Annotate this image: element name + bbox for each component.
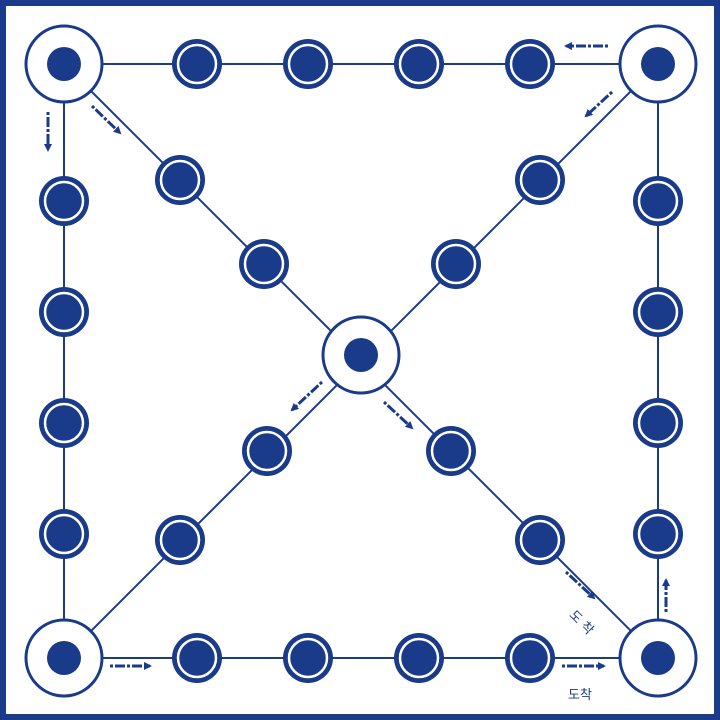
direction-arrows (44, 42, 670, 670)
arrow-center-downright-icon (382, 400, 414, 430)
station-bottom-1[interactable] (172, 633, 222, 683)
station-bottom-2[interactable] (283, 633, 333, 683)
station-top-1[interactable] (172, 39, 222, 89)
station-diag-bl-2[interactable] (155, 515, 205, 565)
station-left-4[interactable] (39, 509, 89, 559)
corner-station-bottom-left[interactable] (24, 618, 104, 698)
station-left-2[interactable] (39, 287, 89, 337)
corner-station-bottom-right[interactable] (618, 618, 698, 698)
station-right-4[interactable] (633, 509, 683, 559)
arrow-center-downleft-icon (290, 380, 324, 412)
center-station[interactable] (321, 315, 401, 395)
station-right-3[interactable] (633, 398, 683, 448)
station-top-2[interactable] (283, 39, 333, 89)
small-stations (39, 39, 683, 683)
station-diag-br-1[interactable] (426, 426, 476, 476)
station-bottom-3[interactable] (394, 633, 444, 683)
arrow-top-left-diagonal-icon (90, 104, 122, 135)
station-diag-br-2[interactable] (515, 515, 565, 565)
station-diag-tr-1[interactable] (515, 155, 565, 205)
arrow-top-right-diagonal-icon (584, 90, 614, 118)
station-right-2[interactable] (633, 287, 683, 337)
station-diag-bl-1[interactable] (242, 426, 292, 476)
station-top-3[interactable] (394, 39, 444, 89)
station-left-3[interactable] (39, 398, 89, 448)
station-right-1[interactable] (633, 176, 683, 226)
corner-station-top-left[interactable] (24, 24, 104, 104)
station-diag-tr-2[interactable] (431, 239, 481, 289)
station-top-4[interactable] (505, 39, 555, 89)
arrival-label-corner: 도착 (568, 688, 592, 703)
station-diag-tl-2[interactable] (239, 239, 289, 289)
station-left-1[interactable] (39, 176, 89, 226)
corner-station-top-right[interactable] (618, 24, 698, 104)
arrow-bottom-right-diagonal-icon (564, 570, 596, 600)
station-diag-tl-1[interactable] (155, 155, 205, 205)
station-bottom-4[interactable] (505, 633, 555, 683)
